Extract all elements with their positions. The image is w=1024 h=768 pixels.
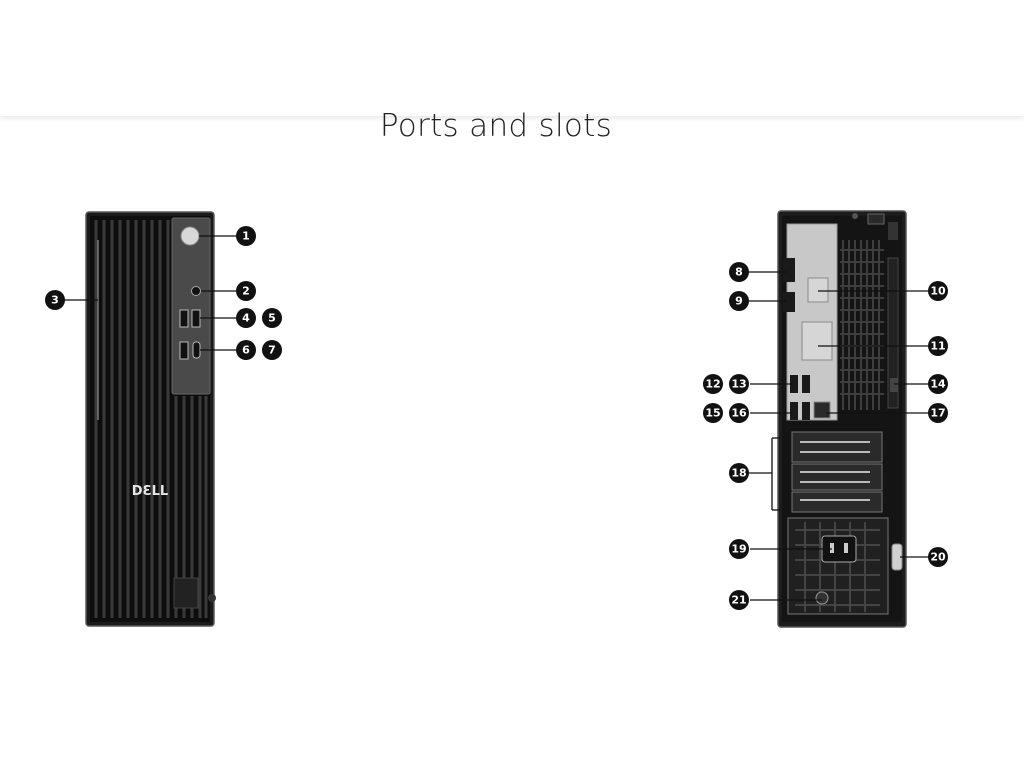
svg-text:14: 14 bbox=[930, 378, 946, 391]
svg-text:8: 8 bbox=[735, 266, 743, 279]
callout-9: 9 bbox=[729, 291, 749, 311]
svg-text:19: 19 bbox=[731, 543, 746, 556]
ethernet-port-icon bbox=[813, 401, 831, 419]
callout-7: 7 bbox=[262, 340, 282, 360]
rear-callouts: 8 9 10 11 12 13 14 15 16 17 18 19 20 21 bbox=[703, 262, 948, 610]
svg-text:7: 7 bbox=[268, 344, 276, 357]
svg-text:3: 3 bbox=[51, 294, 59, 307]
svg-text:18: 18 bbox=[731, 467, 746, 480]
callout-20: 20 bbox=[928, 547, 948, 567]
callout-3: 3 bbox=[45, 290, 65, 310]
padlock-loop-icon bbox=[890, 378, 898, 392]
callout-6: 6 bbox=[236, 340, 256, 360]
callout-13: 13 bbox=[729, 374, 749, 394]
front-callouts: 1 2 3 4 5 6 7 bbox=[45, 226, 282, 360]
callout-10: 10 bbox=[928, 281, 948, 301]
svg-text:11: 11 bbox=[930, 340, 945, 353]
svg-text:17: 17 bbox=[930, 407, 945, 420]
rear-chassis bbox=[777, 210, 907, 628]
callout-15: 15 bbox=[703, 403, 723, 423]
callout-14: 14 bbox=[928, 374, 948, 394]
power-connector-icon bbox=[821, 535, 857, 563]
callout-2: 2 bbox=[236, 281, 256, 301]
callout-8: 8 bbox=[729, 262, 749, 282]
power-button-icon bbox=[180, 226, 200, 246]
front-chassis: DƐLL bbox=[85, 211, 216, 627]
callout-5: 5 bbox=[262, 308, 282, 328]
svg-text:4: 4 bbox=[242, 312, 250, 325]
svg-text:21: 21 bbox=[731, 594, 746, 607]
power-supply-icon bbox=[787, 517, 889, 615]
svg-text:5: 5 bbox=[268, 312, 276, 325]
svg-text:10: 10 bbox=[930, 285, 946, 298]
callout-16: 16 bbox=[729, 403, 749, 423]
psu-diagnostic-light-icon bbox=[815, 591, 829, 605]
page-title: Ports and slots bbox=[379, 108, 613, 144]
callout-1: 1 bbox=[236, 226, 256, 246]
callout-19: 19 bbox=[729, 539, 749, 559]
svg-text:13: 13 bbox=[731, 378, 746, 391]
callout-11: 11 bbox=[928, 336, 948, 356]
svg-text:12: 12 bbox=[705, 378, 720, 391]
expansion-slots-icon bbox=[791, 431, 883, 513]
svg-text:16: 16 bbox=[731, 407, 747, 420]
svg-text:9: 9 bbox=[735, 295, 743, 308]
rear-vent-grid bbox=[840, 240, 884, 410]
front-leader-lines bbox=[62, 235, 240, 351]
callout-17: 17 bbox=[928, 403, 948, 423]
displayport-icon bbox=[783, 258, 795, 282]
svg-text:20: 20 bbox=[930, 551, 946, 564]
dell-logo: DƐLL bbox=[132, 484, 168, 499]
callout-18: 18 bbox=[729, 463, 749, 483]
callout-21: 21 bbox=[729, 590, 749, 610]
svg-text:1: 1 bbox=[242, 230, 250, 243]
rear-usb-port-icon bbox=[790, 375, 810, 420]
rear-leader-lines bbox=[749, 271, 930, 601]
callout-12: 12 bbox=[703, 374, 723, 394]
svg-text:2: 2 bbox=[242, 285, 250, 298]
usb-c-port-icon bbox=[192, 341, 201, 359]
callout-4: 4 bbox=[236, 308, 256, 328]
optional-port-icon bbox=[801, 277, 833, 361]
header-band bbox=[0, 0, 1024, 116]
svg-text:6: 6 bbox=[242, 344, 250, 357]
svg-text:15: 15 bbox=[705, 407, 720, 420]
hdmi-port-icon bbox=[783, 292, 795, 312]
headset-jack-icon bbox=[191, 286, 201, 296]
